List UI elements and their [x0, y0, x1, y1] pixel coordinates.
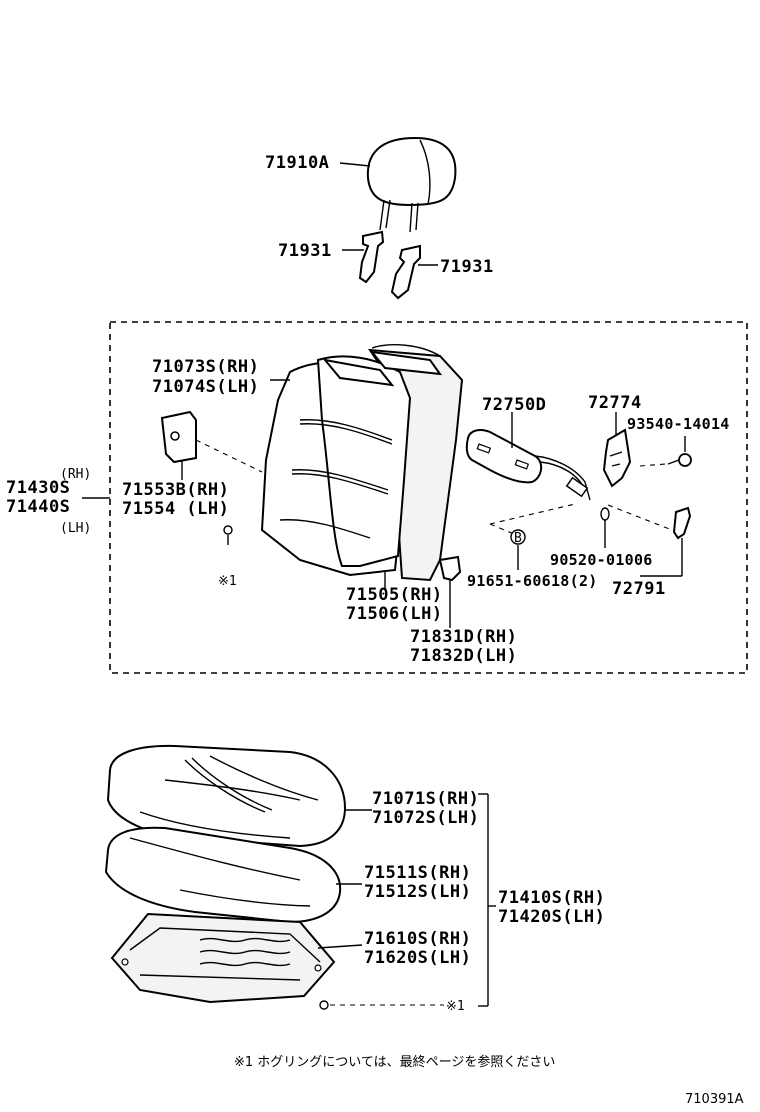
seatback-trim-rh-part-number: 71553B(RH) [122, 480, 229, 500]
recliner-pin-part-number: 91651-60618(2) [467, 572, 598, 590]
seatback-clip-lh-part-number: 71832D(LH) [410, 646, 517, 666]
recliner-screw-illustration [667, 453, 692, 467]
cushion-frame-lh-part-number: 71620S(LH) [364, 948, 471, 968]
seatback-hogring-mark: ※1 [218, 574, 237, 589]
seatback-cover-lh-part-number: 71074S(LH) [152, 377, 259, 397]
cushion-frame-illustration [110, 912, 336, 1004]
recliner-cover-illustration [465, 429, 591, 501]
recliner-knob-illustration [602, 428, 632, 488]
recliner-cover-part-number: 72750D [482, 395, 546, 415]
cushion-assembly-rh-part-number: 71410S(RH) [498, 888, 605, 908]
cushion-cover-rh-part-number: 71071S(RH) [372, 789, 479, 809]
headrest-support-right-part-number: 71931 [440, 257, 494, 277]
seatback-assembly-rh-part-number: 71430S [6, 478, 70, 498]
seatback-assembly-lh-part-number: 71440S [6, 497, 70, 517]
recliner-screw-part-number: 93540-14014 [627, 415, 730, 433]
seatback-clip-illustration [438, 555, 462, 582]
recliner-circle-b-label: B [514, 531, 522, 546]
recliner-circle-b-icon [510, 529, 526, 545]
diagram-id: 710391A [685, 1092, 744, 1107]
cushion-hogring-mark: ※1 [446, 999, 465, 1014]
seatback-clip-rh-part-number: 71831D(RH) [410, 627, 517, 647]
seatback-hogring-illustration [223, 525, 233, 535]
footnote-text: ※1 ホグリングについては、最終ページを参照ください [234, 1054, 555, 1070]
cushion-pad-illustration [104, 826, 342, 924]
cushion-frame-rh-part-number: 71610S(RH) [364, 929, 471, 949]
seatback-trim-illustration [160, 410, 197, 464]
headrest-support-left-illustration [358, 230, 385, 284]
seatback-assembly-lh-side: (LH) [60, 521, 91, 536]
recliner-knob-part-number: 72774 [588, 393, 642, 413]
cushion-pad-lh-part-number: 71512S(LH) [364, 882, 471, 902]
cushion-assembly-lh-part-number: 71420S(LH) [498, 907, 605, 927]
recliner-lever-illustration [672, 506, 692, 540]
seatback-cover-rh-part-number: 71073S(RH) [152, 357, 259, 377]
seatback-pad-rh-part-number: 71505(RH) [346, 585, 443, 605]
recliner-washer-illustration [600, 507, 610, 521]
cushion-hogring-illustration [319, 1000, 329, 1010]
seatback-assembly-rh-side: (RH) [60, 467, 91, 482]
seatback-trim-lh-part-number: 71554 (LH) [122, 499, 229, 519]
seatback-pad-lh-part-number: 71506(LH) [346, 604, 443, 624]
cushion-pad-rh-part-number: 71511S(RH) [364, 863, 471, 883]
headrest-support-left-part-number: 71931 [278, 241, 332, 261]
recliner-washer-part-number: 90520-01006 [550, 551, 653, 569]
headrest-illustration [366, 136, 457, 233]
cushion-cover-illustration [106, 744, 347, 848]
cushion-cover-lh-part-number: 71072S(LH) [372, 808, 479, 828]
seatback-illustration [260, 344, 464, 582]
recliner-lever-part-number: 72791 [612, 579, 666, 599]
headrest-support-right-illustration [390, 244, 421, 300]
headrest-part-number: 71910A [265, 153, 329, 173]
